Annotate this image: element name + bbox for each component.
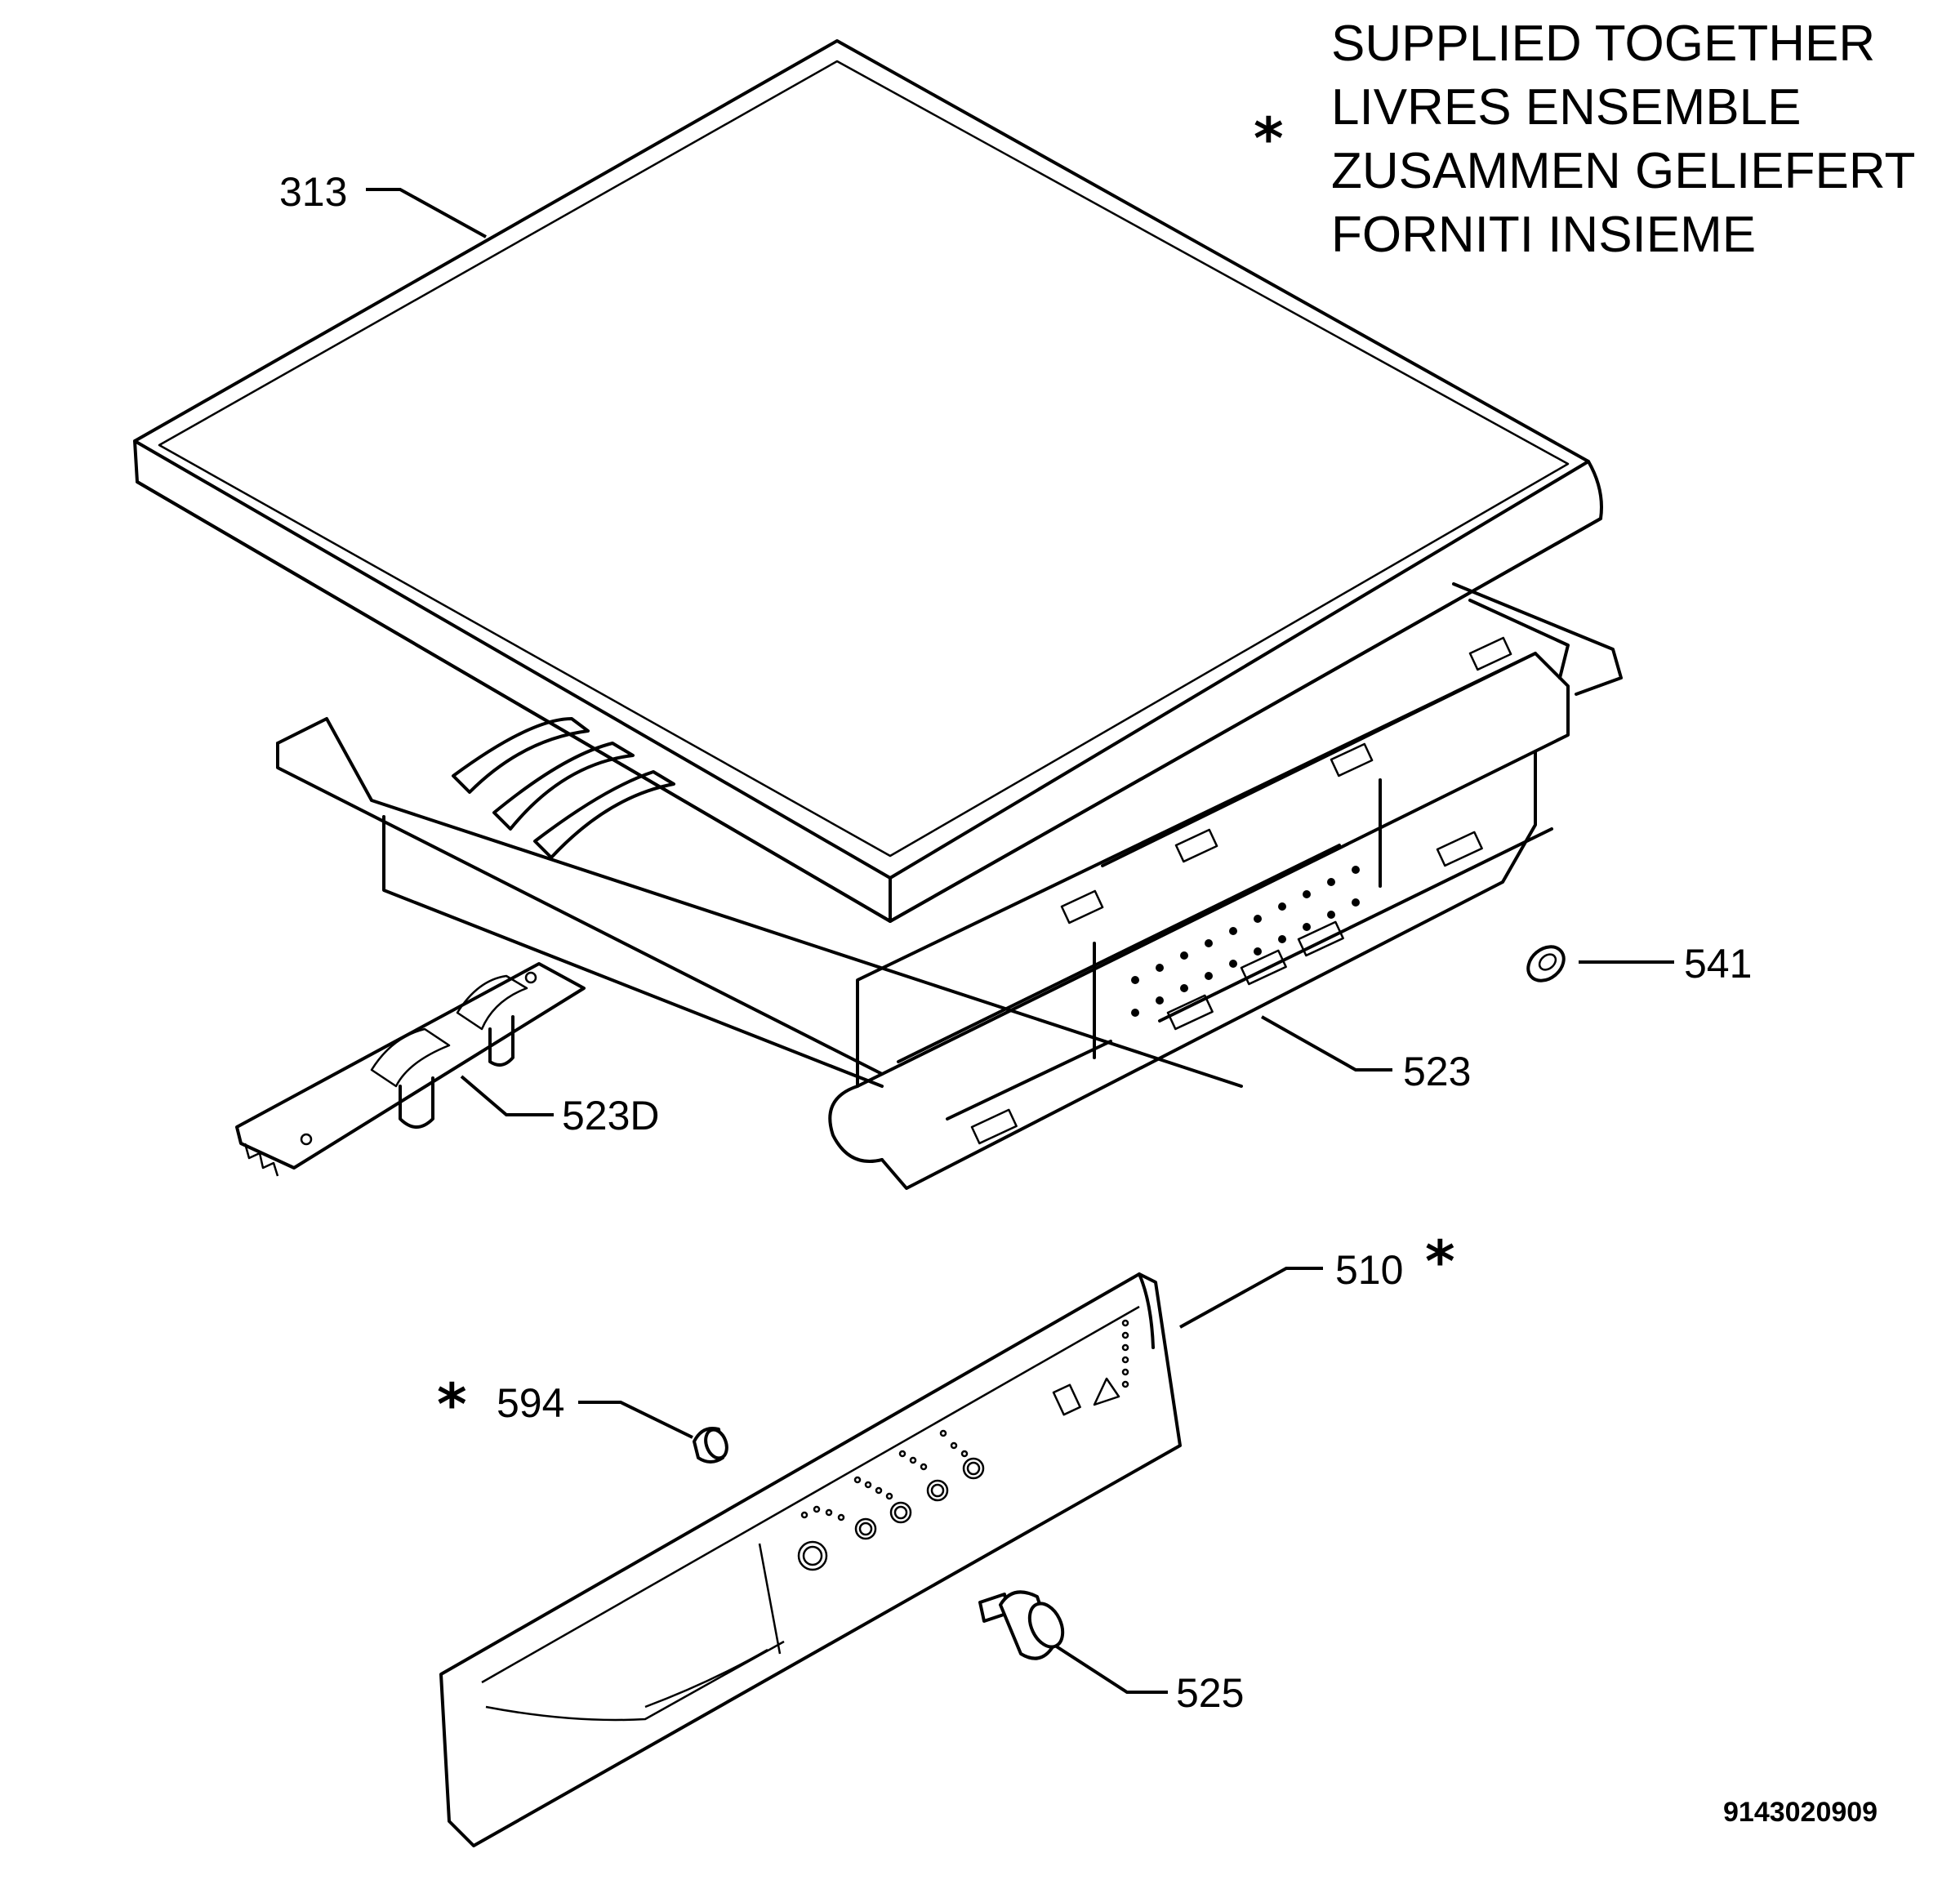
part-label-523: 523 xyxy=(1403,1049,1472,1094)
legend-star-symbol: * xyxy=(1254,105,1284,172)
legend-line-french: LIVRES ENSEMBLE xyxy=(1331,79,1802,136)
part-510-star: * xyxy=(1425,1228,1455,1295)
part-label-525: 525 xyxy=(1176,1670,1245,1716)
part-594-small-knob xyxy=(693,1427,728,1464)
legend-line-english: SUPPLIED TOGETHER xyxy=(1331,16,1876,72)
leader-lines xyxy=(366,188,1674,1694)
part-594-star: * xyxy=(437,1371,467,1438)
frame-holes xyxy=(1131,866,1360,1017)
part-523D-bracket xyxy=(235,962,586,1177)
part-label-313: 313 xyxy=(279,169,348,215)
part-525-knob xyxy=(978,1590,1065,1660)
part-label-510: 510 xyxy=(1335,1247,1404,1293)
legend-line-german: ZUSAMMEN GELIEFERT xyxy=(1331,143,1916,199)
part-label-541: 541 xyxy=(1684,941,1753,987)
part-523-frame xyxy=(276,582,1623,1190)
legend-line-italian: FORNITI INSIEME xyxy=(1331,207,1757,263)
part-510-control-panel xyxy=(439,1272,1182,1847)
part-313-top-lid xyxy=(133,39,1603,923)
document-number: 9143020909 xyxy=(1723,1797,1878,1828)
part-label-523D: 523D xyxy=(562,1093,660,1138)
panel-indicator-dots xyxy=(800,1319,1129,1522)
part-541-grommet xyxy=(1526,945,1566,982)
part-label-594: 594 xyxy=(497,1380,565,1426)
